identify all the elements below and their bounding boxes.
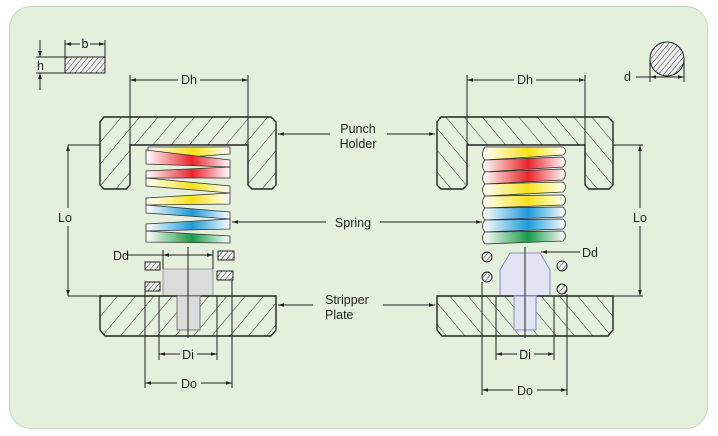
callouts: Punch Holder Spring Stripper Plate <box>232 122 482 322</box>
right-assembly: Dh Lo Dd Di Do <box>436 72 647 398</box>
di-left-label: Di <box>182 348 194 362</box>
diagram-panel <box>9 6 708 429</box>
punch-holder-label-line2: Holder <box>340 137 377 151</box>
dh-right-label: Dh <box>517 73 533 87</box>
lo-right-label: Lo <box>633 211 647 225</box>
d-label: d <box>624 70 631 84</box>
do-left-label: Do <box>181 377 197 391</box>
wire-cross-section-rect: b h <box>36 37 106 90</box>
punch-holder-label-line1: Punch <box>340 122 375 136</box>
stripper-plate-label-line2: Plate <box>325 308 354 322</box>
spring-right <box>482 146 566 245</box>
left-assembly: Dh Lo Dd Di <box>58 72 277 391</box>
dh-left-label: Dh <box>181 73 197 87</box>
lo-left-label: Lo <box>58 211 72 225</box>
do-right-label: Do <box>517 384 533 398</box>
spring-left <box>145 146 231 244</box>
dd-right-label: Dd <box>582 246 598 260</box>
di-right-label: Di <box>519 348 531 362</box>
h-label: h <box>37 59 44 73</box>
stripper-plate-label-line1: Stripper <box>325 293 369 307</box>
dd-left-label: Dd <box>113 249 129 263</box>
spring-label: Spring <box>335 216 371 230</box>
wire-cross-section-round: d <box>624 41 685 84</box>
b-label: b <box>82 37 89 51</box>
